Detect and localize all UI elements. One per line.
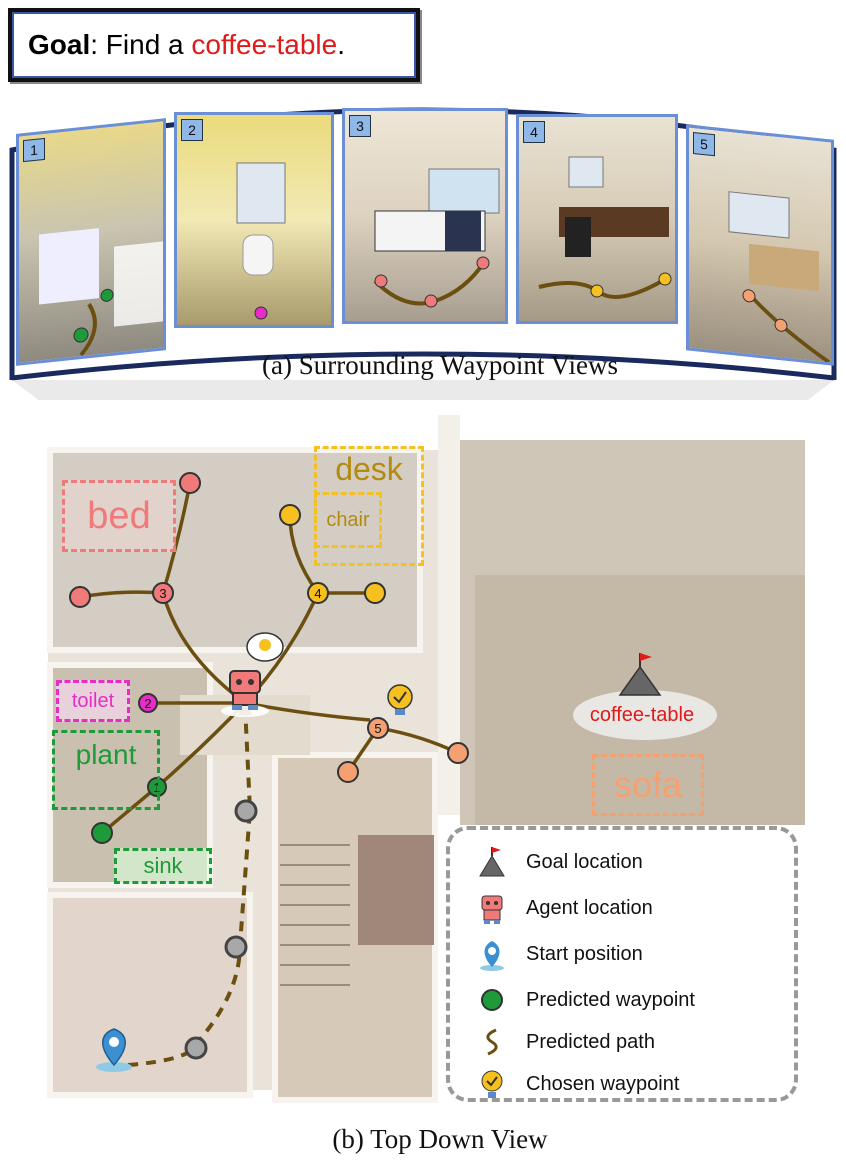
waypoint-sink xyxy=(91,822,113,844)
waypoint-4 xyxy=(307,582,329,604)
view-1[interactable]: 1 xyxy=(16,118,166,366)
goal-suffix: . xyxy=(337,29,345,60)
view-5-scene xyxy=(728,191,831,364)
view-2[interactable]: 2 xyxy=(174,112,334,328)
waypoint-bed-top xyxy=(179,472,201,494)
view-3-scene xyxy=(373,168,500,308)
waypoint-5 xyxy=(367,717,389,739)
legend-goal-label: Goal location xyxy=(526,850,643,873)
goal-flag-icon xyxy=(472,842,512,882)
view-3[interactable]: 3 xyxy=(342,108,508,324)
legend-chosen-label: Chosen waypoint xyxy=(526,1072,680,1095)
legend-agent: Agent location xyxy=(472,888,653,928)
view-2-scene xyxy=(236,162,286,320)
sink-label: sink xyxy=(114,848,212,884)
waypoint-bed-left xyxy=(69,586,91,608)
wp-num-5: 5 xyxy=(374,721,381,736)
caption-b: (b) Top Down View xyxy=(332,1124,548,1154)
view-1-path xyxy=(39,228,164,357)
legend-path-label: Predicted path xyxy=(526,1030,655,1053)
start-path xyxy=(127,704,253,1067)
chair-label: chair xyxy=(314,492,382,548)
legend: Goal location Agent location Start posit… xyxy=(446,826,798,1102)
view-number: 2 xyxy=(181,119,203,141)
waypoint-desk-top xyxy=(279,504,301,526)
legend-agent-label: Agent location xyxy=(526,896,653,919)
path-curve-icon xyxy=(472,1022,512,1062)
toilet-label: toilet xyxy=(56,680,130,722)
wp-num-3: 3 xyxy=(159,586,166,601)
plant-label: plant xyxy=(52,730,160,810)
legend-waypoint-label: Predicted waypoint xyxy=(526,988,695,1011)
location-pin-icon xyxy=(472,934,512,974)
goal-target: coffee-table xyxy=(191,29,338,60)
wp-num-2: 2 xyxy=(144,696,151,711)
legend-path: Predicted path xyxy=(472,1022,655,1062)
waypoint-2 xyxy=(138,693,158,713)
waypoint-dot-icon xyxy=(472,980,512,1020)
waypoint-desk-right xyxy=(364,582,386,604)
view-4[interactable]: 4 xyxy=(516,114,678,324)
goal-box: Goal : Find a coffee-table . xyxy=(8,8,420,82)
goal-text: : Find a xyxy=(90,29,192,60)
coffee-table-label: coffee-table xyxy=(589,704,695,726)
view-5[interactable]: 5 xyxy=(686,124,834,366)
past-waypoints xyxy=(184,799,258,1060)
view-number: 3 xyxy=(349,115,371,137)
legend-goal: Goal location xyxy=(472,842,643,882)
robot-icon xyxy=(472,888,512,928)
wp-num-4: 4 xyxy=(314,586,321,601)
agent-robot-icon xyxy=(221,632,284,717)
legend-start: Start position xyxy=(472,934,643,974)
waypoint-stairs xyxy=(337,761,359,783)
lightbulb-check-icon xyxy=(472,1064,512,1104)
goal-prefix: Goal xyxy=(28,29,91,60)
view-4-scene xyxy=(538,156,672,299)
legend-waypoint: Predicted waypoint xyxy=(472,980,695,1020)
legend-chosen: Chosen waypoint xyxy=(472,1064,679,1104)
caption-a: (a) Surrounding Waypoint Views xyxy=(262,350,618,380)
sofa-label: sofa xyxy=(592,754,704,816)
legend-start-label: Start position xyxy=(526,942,643,965)
waypoint-3 xyxy=(152,582,174,604)
view-number: 4 xyxy=(523,121,545,143)
bed-label: bed xyxy=(62,480,176,552)
start-position-icon xyxy=(96,1028,132,1072)
waypoint-sofa xyxy=(447,742,469,764)
chosen-waypoint-icon xyxy=(387,684,413,715)
goal-location-icon xyxy=(573,653,717,740)
